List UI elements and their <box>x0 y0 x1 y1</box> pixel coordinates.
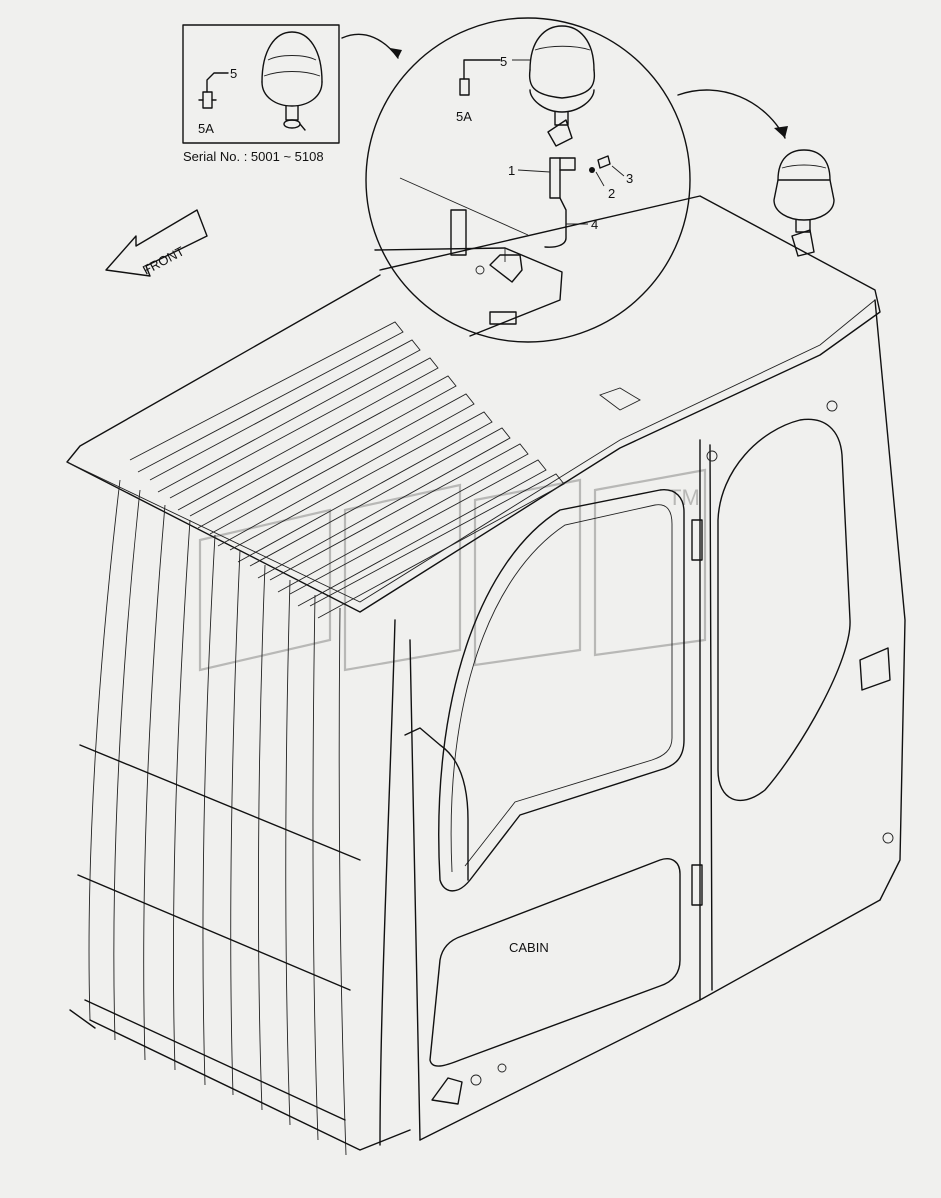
detail-circle: 5 5A 1 2 3 4 <box>365 17 691 343</box>
cabin-label: CABIN <box>509 940 549 955</box>
detail-callout-1: 1 <box>508 163 515 178</box>
detail-pointer-arrow <box>677 89 786 139</box>
inset-callout-5a: 5A <box>198 121 214 136</box>
bulb-icon <box>459 59 501 96</box>
bulb-icon <box>198 72 229 109</box>
front-label: FRONT <box>140 243 187 277</box>
detail-callout-3: 3 <box>626 171 633 186</box>
cabin-body <box>66 195 906 1156</box>
detail-callout-5: 5 <box>500 54 507 69</box>
detail-callout-2: 2 <box>608 186 615 201</box>
front-arrow-icon: FRONT <box>105 209 208 278</box>
inset-box: 5 5A <box>182 24 340 144</box>
watermark: TM <box>198 468 707 672</box>
inset-callout-5: 5 <box>230 66 237 81</box>
beacon-lamp-icon <box>773 149 835 257</box>
detail-callout-4: 4 <box>591 217 598 232</box>
beacon-lamp-icon <box>261 31 323 131</box>
serial-number: Serial No. : 5001 ~ 5108 <box>183 149 324 164</box>
beacon-lamp-icon <box>528 25 596 147</box>
detail-callout-5a: 5A <box>456 109 472 124</box>
inset-pointer-arrow <box>341 33 399 59</box>
